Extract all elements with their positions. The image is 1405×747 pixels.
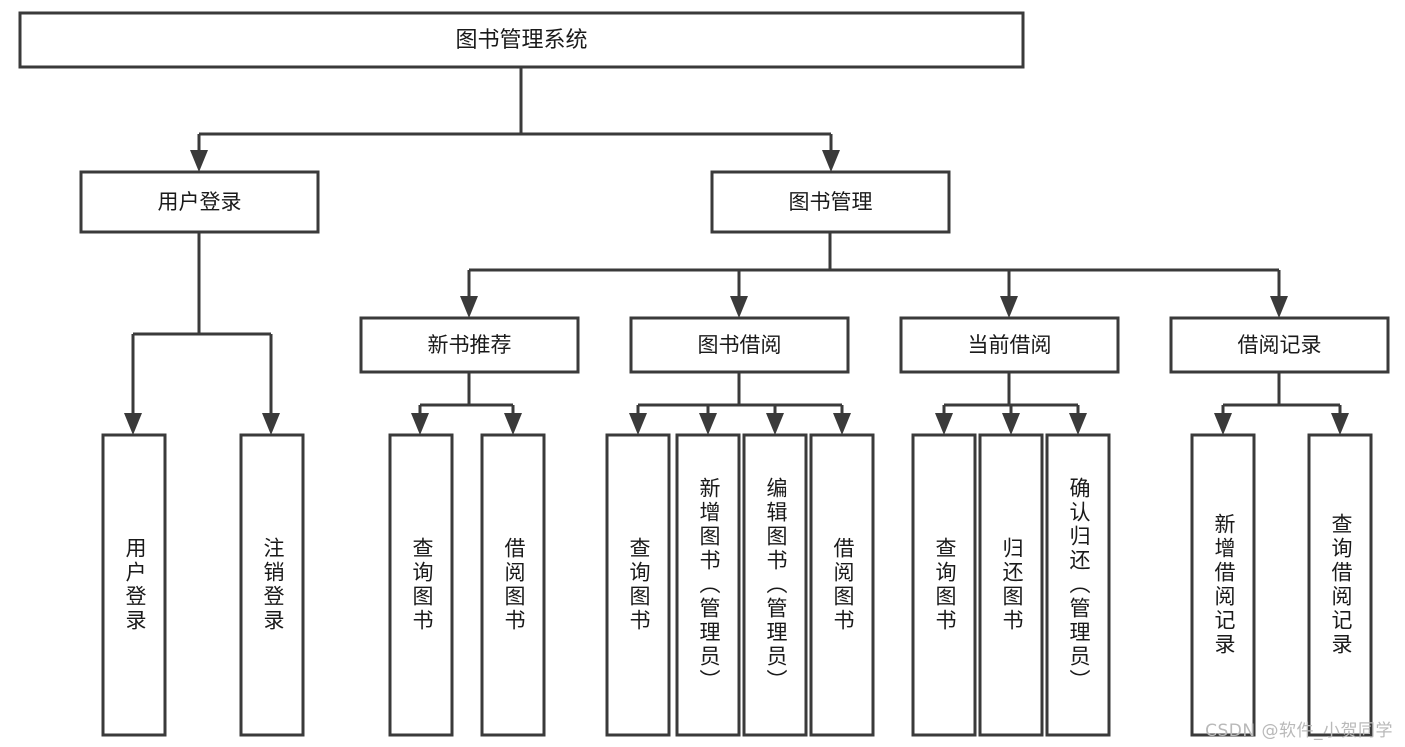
node-label-current-borrow: 当前借阅 — [968, 333, 1052, 357]
connector-arrowhead — [629, 413, 647, 435]
node-box-leaf-confirm-return[interactable] — [1045, 433, 1111, 737]
conn-user-login — [124, 232, 280, 435]
node-leaf-return-book[interactable]: 归还图书 — [978, 433, 1044, 737]
node-label-leaf-return-book: 归还图书 — [1000, 537, 1024, 633]
connector-arrowhead — [935, 413, 953, 435]
node-label-leaf-user-login: 用户登录 — [123, 537, 147, 633]
node-leaf-add-record[interactable]: 新增借阅记录 — [1190, 433, 1256, 737]
conn-new-book — [411, 372, 522, 435]
connector-arrowhead — [1331, 413, 1349, 435]
connector-arrowhead — [833, 413, 851, 435]
connector-arrowhead — [1069, 413, 1087, 435]
node-box-root[interactable] — [18, 11, 1025, 69]
node-box-leaf-query-book-1[interactable] — [388, 433, 454, 737]
node-label-root: 图书管理系统 — [455, 28, 587, 53]
node-label-leaf-borrow-book-2: 借阅图书 — [831, 537, 855, 633]
node-leaf-user-login[interactable]: 用户登录 — [101, 433, 167, 737]
node-leaf-confirm-return[interactable]: 确认归还（管理员） — [1045, 433, 1111, 737]
connector-arrowhead — [1002, 413, 1020, 435]
node-label-leaf-borrow-book-1: 借阅图书 — [502, 537, 526, 633]
node-box-leaf-query-book-2[interactable] — [605, 433, 671, 737]
node-box-book-manage[interactable] — [710, 170, 951, 234]
node-leaf-query-record[interactable]: 查询借阅记录 — [1307, 433, 1373, 737]
node-new-book-recommend[interactable]: 新书推荐 — [359, 316, 580, 374]
node-label-leaf-user-logout: 注销登录 — [261, 537, 285, 633]
node-box-new-book-recommend[interactable] — [359, 316, 580, 374]
node-label-leaf-query-record: 查询借阅记录 — [1329, 513, 1353, 657]
node-leaf-query-book-1[interactable]: 查询图书 — [388, 433, 454, 737]
node-leaf-user-logout[interactable]: 注销登录 — [239, 433, 305, 737]
node-box-leaf-user-logout[interactable] — [239, 433, 305, 737]
node-borrow-record[interactable]: 借阅记录 — [1169, 316, 1390, 374]
connector-arrowhead — [262, 413, 280, 435]
node-leaf-add-book[interactable]: 新增图书（管理员） — [675, 433, 741, 737]
node-label-user-login: 用户登录 — [158, 190, 242, 214]
node-root[interactable]: 图书管理系统 — [18, 11, 1025, 69]
conn-current-borrow — [935, 372, 1087, 435]
node-book-manage[interactable]: 图书管理 — [710, 170, 951, 234]
connector-arrowhead — [124, 413, 142, 435]
connector-arrowhead — [460, 296, 478, 318]
connector-arrowhead — [699, 413, 717, 435]
node-box-borrow-record[interactable] — [1169, 316, 1390, 374]
node-label-leaf-add-record: 新增借阅记录 — [1212, 513, 1236, 657]
connector-arrowhead — [504, 413, 522, 435]
node-label-book-manage: 图书管理 — [789, 190, 873, 214]
connector-arrowhead — [822, 150, 840, 172]
node-user-login[interactable]: 用户登录 — [79, 170, 320, 234]
conn-book-manage — [460, 232, 1288, 318]
connector-arrowhead — [730, 296, 748, 318]
node-label-leaf-query-book-2: 查询图书 — [627, 537, 651, 633]
node-current-borrow[interactable]: 当前借阅 — [899, 316, 1120, 374]
node-box-leaf-add-book[interactable] — [675, 433, 741, 737]
node-box-leaf-return-book[interactable] — [978, 433, 1044, 737]
node-label-book-borrow: 图书借阅 — [698, 333, 782, 357]
conn-borrow-record — [1214, 372, 1349, 435]
node-box-user-login[interactable] — [79, 170, 320, 234]
node-box-leaf-borrow-book-2[interactable] — [809, 433, 875, 737]
node-leaf-query-book-3[interactable]: 查询图书 — [911, 433, 977, 737]
node-label-borrow-record: 借阅记录 — [1238, 333, 1322, 357]
node-label-new-book-recommend: 新书推荐 — [428, 333, 512, 357]
connector-arrowhead — [1270, 296, 1288, 318]
node-label-leaf-query-book-3: 查询图书 — [933, 537, 957, 633]
connector-arrowhead — [190, 150, 208, 172]
node-leaf-edit-book[interactable]: 编辑图书（管理员） — [742, 433, 808, 737]
node-box-leaf-query-record[interactable] — [1307, 433, 1373, 737]
node-box-leaf-query-book-3[interactable] — [911, 433, 977, 737]
node-box-current-borrow[interactable] — [899, 316, 1120, 374]
node-box-leaf-add-record[interactable] — [1190, 433, 1256, 737]
conn-root — [190, 67, 840, 172]
node-label-leaf-confirm-return: 确认归还（管理员） — [1067, 477, 1091, 693]
node-leaf-query-book-2[interactable]: 查询图书 — [605, 433, 671, 737]
node-box-leaf-edit-book[interactable] — [742, 433, 808, 737]
node-leaf-borrow-book-2[interactable]: 借阅图书 — [809, 433, 875, 737]
connector-arrowhead — [1214, 413, 1232, 435]
node-label-leaf-add-book: 新增图书（管理员） — [697, 477, 721, 693]
node-box-leaf-borrow-book-1[interactable] — [480, 433, 546, 737]
node-label-leaf-query-book-1: 查询图书 — [410, 537, 434, 633]
conn-book-borrow — [629, 372, 851, 435]
node-label-leaf-edit-book: 编辑图书（管理员） — [764, 477, 788, 693]
node-box-book-borrow[interactable] — [629, 316, 850, 374]
node-leaf-borrow-book-1[interactable]: 借阅图书 — [480, 433, 546, 737]
connector-arrowhead — [1000, 296, 1018, 318]
connector-arrowhead — [766, 413, 784, 435]
node-book-borrow[interactable]: 图书借阅 — [629, 316, 850, 374]
connector-arrowhead — [411, 413, 429, 435]
node-box-leaf-user-login[interactable] — [101, 433, 167, 737]
